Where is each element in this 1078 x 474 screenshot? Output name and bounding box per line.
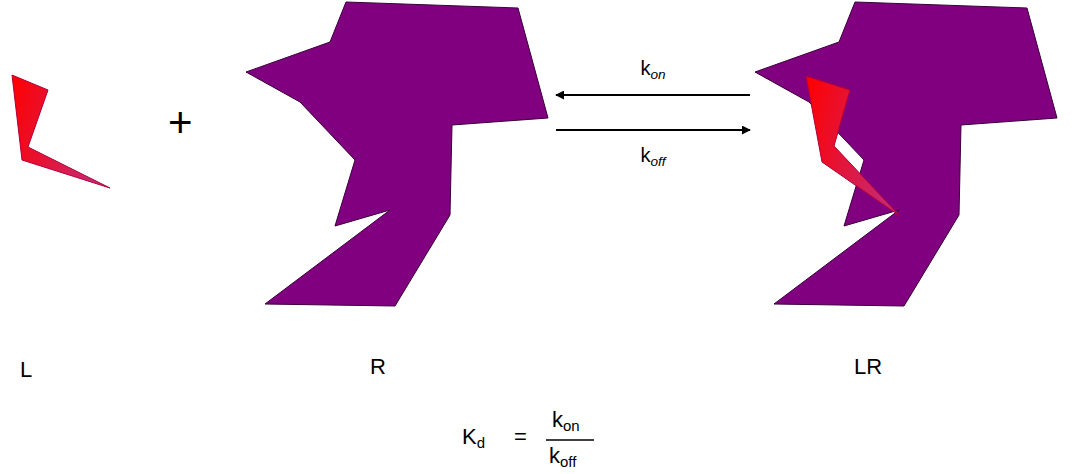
molecule-shape [754,0,1064,380]
rate-numerator: kon [552,408,580,432]
molecule-label: R [370,355,386,379]
molecule-shape [244,0,552,380]
molecule-figure: LR [754,0,1064,380]
molecule-outline [246,2,548,306]
molecule-label: L [20,358,32,382]
rate-constant: koff [638,144,667,166]
plus-sign: + [168,100,193,146]
molecule-outline [806,76,900,216]
rate-constant: kon [638,57,667,79]
fraction-bar [546,439,594,441]
molecule-shape [8,70,120,380]
molecule-outline [755,2,1057,306]
rate-denominator: koff [549,444,576,468]
molecule-outline [12,75,110,188]
equals-sign: = [514,425,527,449]
constant-symbol: Kd [462,425,485,449]
molecule-figure: R [244,0,552,380]
rate-arrow [556,129,750,131]
molecule-label: LR [854,355,882,379]
molecule-figure: L [8,70,120,380]
rate-arrow [556,94,750,96]
